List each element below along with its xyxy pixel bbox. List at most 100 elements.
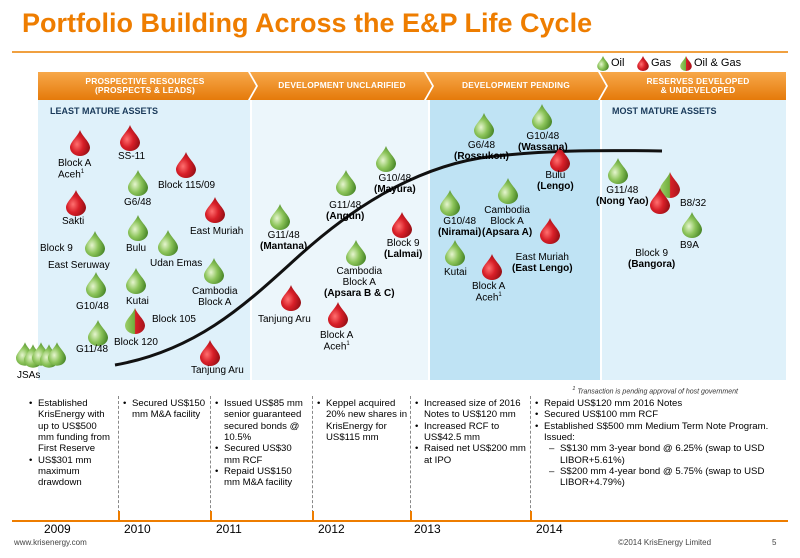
phase-chevron-1 xyxy=(38,72,256,100)
oil-gas-drop-icon xyxy=(125,308,145,334)
milestone-item: Increased size of 2016 Notes to US$120 m… xyxy=(414,398,526,421)
milestone-item: Established KrisEnergy with up to US$500… xyxy=(28,398,112,455)
footnote-mark: 1 xyxy=(572,386,576,392)
phase-1-line2: (PROSPECTS & LEADS) xyxy=(94,85,196,95)
most-mature-heading: MOST MATURE ASSETS xyxy=(612,106,717,116)
footer-website[interactable]: www.krisenergy.com xyxy=(14,538,87,547)
phase-1-line1: PROSPECTIVE RESOURCES xyxy=(85,75,205,86)
milestone-item: Secured US$150 mm M&A facility xyxy=(122,398,208,421)
oil-drop-icon xyxy=(376,146,396,172)
label-angun: G11/48(Angun) xyxy=(326,200,364,222)
label-wassana: G10/48(Wassana) xyxy=(518,131,568,153)
phase-4-line2: & UNDEVELOPED xyxy=(660,85,736,95)
gas-drop-icon xyxy=(392,212,412,238)
label-bulu: Bulu xyxy=(126,243,147,254)
timeline-tick xyxy=(530,511,532,521)
label-block-a-aceh-2-line1: Block A xyxy=(320,330,354,341)
oil-drop-icon xyxy=(608,158,628,184)
gas-drop-icon xyxy=(328,302,348,328)
label-block-9: Block 9 xyxy=(40,243,73,254)
year-2012: 2012 xyxy=(318,522,345,536)
phase-chevron-2 xyxy=(250,72,432,100)
label-lengo: Bulu(Lengo) xyxy=(537,170,574,192)
timeline-tick xyxy=(312,511,314,521)
column-divider xyxy=(210,396,211,518)
oil-drop-icon xyxy=(346,240,366,266)
label-block-a-aceh-2-sup: 1 xyxy=(346,341,350,347)
oil-drop-icon xyxy=(440,190,460,216)
label-b9a: B9A xyxy=(680,240,699,251)
timeline-tick xyxy=(118,511,120,521)
milestone-item: Raised net US$200 mm at IPO xyxy=(414,443,526,466)
label-rossukon-line1: G6/48 xyxy=(467,140,496,151)
label-mayura-line1: G10/48 xyxy=(378,173,412,184)
label-east-muriah: East Muriah xyxy=(190,226,244,237)
gas-drop-icon xyxy=(70,130,90,156)
label-g10-48: G10/48 xyxy=(76,301,109,312)
phase-2-line1: DEVELOPMENT UNCLARIFIED xyxy=(278,80,406,91)
label-kutai-2: Kutai xyxy=(444,267,467,278)
oil-drop-icon xyxy=(204,258,224,284)
least-mature-heading: LEAST MATURE ASSETS xyxy=(50,106,159,116)
label-nong-yao-line2: (Nong Yao) xyxy=(596,196,649,207)
maturity-curve-line xyxy=(114,149,663,367)
column-divider xyxy=(410,396,411,518)
label-tanjung-aru-2: Tanjung Aru xyxy=(258,314,311,325)
column-divider xyxy=(118,396,119,518)
label-block-a-aceh-line2: Aceh xyxy=(58,169,81,181)
year-2013: 2013 xyxy=(414,522,441,536)
label-g11-48: G11/48 xyxy=(76,344,109,355)
milestone-item: Issued US$85 mm senior guaranteed secure… xyxy=(214,398,310,443)
label-ss11: SS-11 xyxy=(118,151,146,162)
legend-oil-gas-label: Oil & Gas xyxy=(694,57,742,69)
label-angun-line2: (Angun) xyxy=(326,211,365,222)
label-apsara-a-line1: Cambodia xyxy=(484,205,530,216)
label-block-120: Block 120 xyxy=(114,337,158,348)
label-block-a-aceh-3-line2: Aceh xyxy=(475,292,499,304)
milestones-2014: Repaid US$120 mm 2016 Notes Secured US$1… xyxy=(534,398,784,489)
phase-4-line1: RESERVES DEVELOPED xyxy=(646,75,750,86)
maturity-curve xyxy=(114,149,663,367)
timeline-tick xyxy=(410,511,412,521)
legend-oil-gas: Oil & Gas xyxy=(680,54,741,72)
label-bangora-line2: (Bangora) xyxy=(628,259,676,270)
column-divider xyxy=(312,396,313,518)
gas-drop-icon xyxy=(200,340,220,366)
milestone-item: Repaid US$150 mm M&A facility xyxy=(214,466,310,489)
label-niramai-line1: G10/48 xyxy=(443,216,477,227)
label-cambodia-block-a-line1: Cambodia xyxy=(192,286,238,297)
year-2011: 2011 xyxy=(216,522,242,536)
page-number: 5 xyxy=(772,538,777,547)
milestone-subitem: S$130 mm 3-year bond @ 6.25% (swap to US… xyxy=(534,443,784,466)
zone-pending xyxy=(430,100,600,380)
label-block-a-aceh-3-sup: 1 xyxy=(498,292,502,298)
phase-3-line1: DEVELOPMENT PENDING xyxy=(461,80,571,91)
milestone-item: Secured US$100 mm RCF xyxy=(534,409,784,421)
label-east-lengo: East Muriah(East Lengo) xyxy=(512,252,573,274)
legend-gas-label: Gas xyxy=(651,57,672,69)
zone-reserves xyxy=(602,100,786,380)
label-b8-32: B8/32 xyxy=(680,198,707,209)
label-east-lengo-line1: East Muriah xyxy=(515,252,569,263)
gas-drop-icon xyxy=(176,152,196,178)
page-title: Portfolio Building Across the E&P Life C… xyxy=(22,8,593,38)
gas-drop-icon xyxy=(120,125,140,151)
label-mantana-line1: G11/48 xyxy=(267,230,300,241)
label-lalmai: Block 9(Lalmai) xyxy=(384,238,422,260)
label-mantana: G11/48(Mantana) xyxy=(260,230,307,252)
timeline-tick xyxy=(210,511,212,521)
milestones-2013: Increased size of 2016 Notes to US$120 m… xyxy=(414,398,526,466)
phase-pending: DEVELOPMENT PENDING xyxy=(434,72,598,100)
label-block-a-aceh-2-line2: Aceh xyxy=(323,341,347,353)
year-2010: 2010 xyxy=(124,522,151,536)
phase-chevron-3 xyxy=(426,72,606,100)
label-lalmai-line2: (Lalmai) xyxy=(384,249,423,260)
oil-drop-icon xyxy=(682,212,702,238)
phase-unclarified: DEVELOPMENT UNCLARIFIED xyxy=(258,72,426,100)
label-bangora: Block 9(Bangora) xyxy=(628,248,675,270)
label-kutai: Kutai xyxy=(126,296,149,307)
label-niramai: G10/48(Niramai) xyxy=(438,216,481,238)
phase-reserves: RESERVES DEVELOPED& UNDEVELOPED xyxy=(610,72,786,100)
